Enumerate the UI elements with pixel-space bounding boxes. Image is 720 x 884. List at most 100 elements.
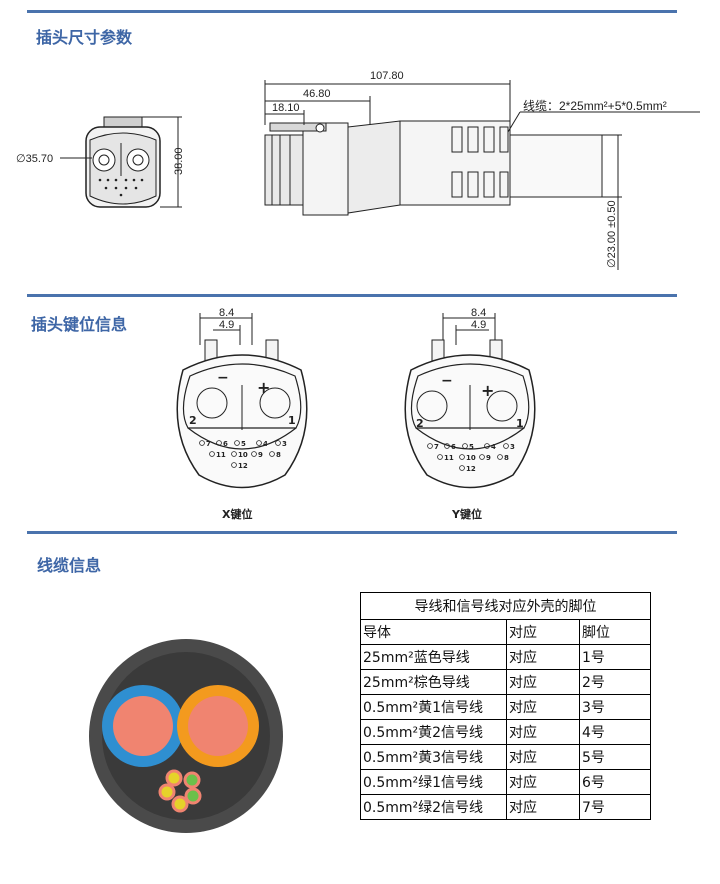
signal-pin-label: 11 — [216, 451, 226, 459]
x-contact-label-1: 1 — [288, 414, 296, 427]
signal-pin — [234, 440, 240, 446]
signal-pin-label: 3 — [510, 443, 515, 451]
section-rule — [27, 10, 677, 13]
y-key-offset-dim: 4.9 — [471, 319, 486, 331]
correspond-cell: 对应 — [506, 719, 580, 745]
signal-pin-label: 9 — [258, 451, 263, 459]
pin-cell: 5号 — [579, 744, 651, 770]
signal-pin-label: 12 — [238, 462, 248, 470]
keying-section-title: 插头键位信息 — [31, 315, 128, 334]
table-row: 0.5mm²黄1信号线 对应 3号 — [360, 694, 651, 720]
x-key-label: X键位 — [222, 507, 252, 521]
signal-pin-label: 4 — [491, 443, 496, 451]
pin-cell: 7号 — [579, 794, 651, 820]
length-mid-dim: 46.80 — [303, 88, 331, 100]
signal-pin-label: 5 — [241, 440, 246, 448]
signal-pin-label: 3 — [282, 440, 287, 448]
signal-pin — [503, 443, 509, 449]
table-title: 导线和信号线对应外壳的脚位 — [360, 592, 651, 620]
pin-cell: 2号 — [579, 669, 651, 695]
table-row: 0.5mm²黄3信号线 对应 5号 — [360, 744, 651, 770]
pin-cell: 6号 — [579, 769, 651, 795]
front-diameter-dim: ∅35.70 — [16, 153, 53, 165]
signal-pin-label: 7 — [206, 440, 211, 448]
y-contact-label-2: 2 — [416, 417, 424, 430]
signal-pin-label: 6 — [451, 443, 456, 451]
header-correspond: 对应 — [506, 619, 580, 645]
length-total-dim: 107.80 — [370, 70, 404, 82]
y-contact-label-1: 1 — [516, 417, 524, 430]
signal-pin — [251, 451, 257, 457]
signal-pin-label: 5 — [469, 443, 474, 451]
y-key-width-dim: 8.4 — [471, 307, 486, 319]
signal-pin — [216, 440, 222, 446]
signal-pin-label: 10 — [238, 451, 248, 459]
cable-diameter-dim: ∅23.00 ±0.50 — [606, 200, 618, 268]
table-row: 0.5mm²绿1信号线 对应 6号 — [360, 769, 651, 795]
signal-pin — [231, 462, 237, 468]
signal-pin — [459, 465, 465, 471]
pin-cell: 4号 — [579, 719, 651, 745]
conductor-cell: 0.5mm²绿1信号线 — [360, 769, 507, 795]
signal-pin-label: 4 — [263, 440, 268, 448]
signal-pin-label: 8 — [504, 454, 509, 462]
pin-cell: 3号 — [579, 694, 651, 720]
x-contact-label-minus: − — [217, 370, 229, 386]
length-short-dim: 18.10 — [272, 102, 300, 114]
signal-pin — [484, 443, 490, 449]
table-header-row: 导体 对应 脚位 — [360, 619, 651, 645]
signal-pin — [256, 440, 262, 446]
correspond-cell: 对应 — [506, 744, 580, 770]
section-rule — [27, 531, 677, 534]
section-rule — [27, 294, 677, 297]
header-conductor: 导体 — [360, 619, 507, 645]
y-key-label: Y键位 — [451, 507, 482, 521]
pin-cell: 1号 — [579, 644, 651, 670]
signal-pin — [275, 440, 281, 446]
front-height-dim: 38.00 — [173, 147, 185, 175]
signal-pin-label: 8 — [276, 451, 281, 459]
signal-pin — [497, 454, 503, 460]
header-pin: 脚位 — [579, 619, 651, 645]
conductor-cell: 0.5mm²黄3信号线 — [360, 744, 507, 770]
signal-pin — [444, 443, 450, 449]
cable-section-title: 线缆信息 — [37, 556, 102, 575]
signal-pin-label: 9 — [486, 454, 491, 462]
signal-pin-label: 6 — [223, 440, 228, 448]
x-key-offset-dim: 4.9 — [219, 319, 234, 331]
signal-pin — [427, 443, 433, 449]
correspond-cell: 对应 — [506, 694, 580, 720]
signal-pin-label: 12 — [466, 465, 476, 473]
signal-pin — [462, 443, 468, 449]
conductor-cell: 0.5mm²绿2信号线 — [360, 794, 507, 820]
table-row: 0.5mm²黄2信号线 对应 4号 — [360, 719, 651, 745]
correspond-cell: 对应 — [506, 769, 580, 795]
signal-pin — [437, 454, 443, 460]
x-key-width-dim: 8.4 — [219, 307, 234, 319]
conductor-cell: 25mm²蓝色导线 — [360, 644, 507, 670]
table-row: 25mm²蓝色导线 对应 1号 — [360, 644, 651, 670]
signal-pin-label: 7 — [434, 443, 439, 451]
pin-mapping-table: 导线和信号线对应外壳的脚位 导体 对应 脚位 25mm²蓝色导线 对应 1号 2… — [360, 592, 651, 820]
signal-pin — [231, 451, 237, 457]
cable-spec-label: 线缆：2*25mm²+5*0.5mm² — [523, 99, 667, 113]
conductor-cell: 0.5mm²黄2信号线 — [360, 719, 507, 745]
y-contact-label-plus: + — [481, 381, 494, 400]
cable-cross-section — [89, 639, 283, 833]
conductor-cell: 25mm²棕色导线 — [360, 669, 507, 695]
signal-pin — [209, 451, 215, 457]
signal-pin — [199, 440, 205, 446]
correspond-cell: 对应 — [506, 669, 580, 695]
table-row: 25mm²棕色导线 对应 2号 — [360, 669, 651, 695]
dimensions-section-title: 插头尺寸参数 — [36, 28, 133, 47]
signal-pin-label: 10 — [466, 454, 476, 462]
conductor-cell: 0.5mm²黄1信号线 — [360, 694, 507, 720]
y-contact-label-minus: − — [441, 373, 453, 389]
signal-pin — [459, 454, 465, 460]
signal-pin — [269, 451, 275, 457]
x-contact-label-plus: + — [257, 378, 270, 397]
x-contact-label-2: 2 — [189, 414, 197, 427]
table-title-row: 导线和信号线对应外壳的脚位 — [360, 592, 651, 620]
